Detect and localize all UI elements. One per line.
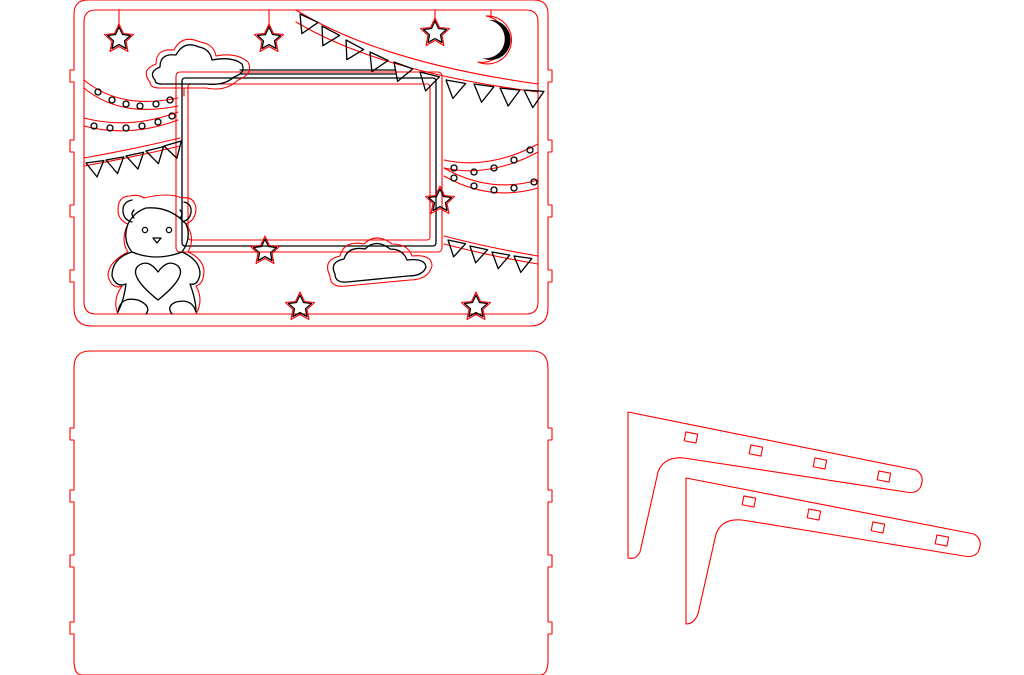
light-bulb — [108, 96, 116, 104]
photo-window — [175, 69, 443, 253]
front-frame-panel — [69, 0, 553, 327]
bunting-flag — [523, 89, 545, 109]
light-bulb — [94, 88, 102, 96]
bunting-flag — [345, 39, 365, 61]
star-icon — [249, 235, 281, 265]
star-icon — [424, 185, 456, 215]
stand-leg-right — [685, 477, 981, 625]
light-bulb — [490, 164, 498, 172]
star-icon — [419, 9, 451, 47]
bunting-flag — [145, 145, 165, 165]
front-panel-inner-border — [83, 9, 539, 315]
bunting-flag — [445, 79, 467, 100]
string-lights — [83, 79, 539, 194]
bunting-flag — [321, 25, 341, 47]
light-bulb — [530, 178, 538, 186]
bunting-flag — [163, 140, 182, 159]
star-icon — [284, 291, 316, 321]
bunting-flag — [473, 83, 495, 103]
cloud-icon — [327, 237, 433, 287]
light-bulb — [510, 156, 518, 164]
light-bulb — [90, 122, 98, 130]
bunting-flag — [469, 245, 489, 264]
light-bulb — [136, 102, 144, 110]
light-bulb — [154, 118, 162, 126]
light-bulb — [166, 96, 174, 104]
bunting-flag — [513, 255, 533, 274]
bunting-flags-left — [83, 137, 182, 178]
bunting-flag — [447, 239, 467, 258]
bunting-flag — [105, 156, 125, 175]
moon-icon — [477, 9, 513, 65]
light-bulb — [470, 182, 478, 190]
light-bulb — [450, 174, 458, 182]
bunting-flag — [393, 61, 414, 83]
back-panel — [69, 350, 553, 675]
light-bulb — [450, 164, 458, 172]
bunting-flag — [85, 159, 105, 178]
light-bulb — [152, 100, 160, 108]
bunting-flag — [419, 71, 441, 92]
light-bulb — [168, 112, 176, 120]
light-bulb — [490, 186, 498, 194]
light-bulb — [470, 168, 478, 176]
light-bulb — [122, 100, 130, 108]
star-icon — [103, 9, 135, 53]
bunting-flag — [125, 151, 145, 170]
teddy-bear-icon — [107, 194, 205, 315]
light-bulb — [106, 124, 114, 132]
light-bulb — [122, 124, 130, 132]
light-bulb — [510, 184, 518, 192]
stand-leg-left — [627, 411, 923, 559]
front-panel-outline — [69, 0, 553, 327]
bunting-flag — [299, 13, 319, 35]
star-icon — [253, 9, 285, 53]
light-bulb — [138, 122, 146, 130]
light-bulb — [526, 146, 534, 154]
bunting-flags-top — [295, 9, 545, 109]
star-icon — [460, 291, 492, 321]
back-panel-outline — [69, 350, 553, 675]
cloud-icon — [145, 38, 251, 97]
bunting-flag — [491, 251, 511, 270]
bunting-flag — [499, 87, 521, 107]
bunting-flags-right — [443, 235, 539, 274]
bunting-flag — [369, 51, 389, 73]
